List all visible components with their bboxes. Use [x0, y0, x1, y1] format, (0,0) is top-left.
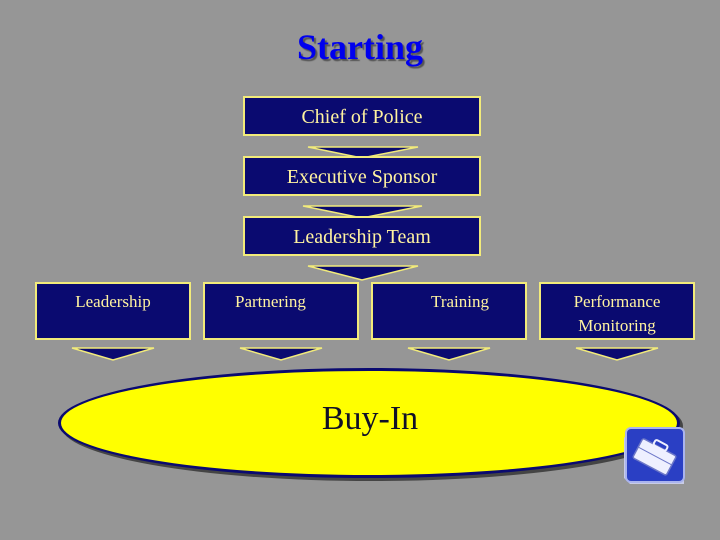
executive-sponsor-box: Executive Sponsor	[243, 156, 481, 196]
training-box: Training	[371, 282, 527, 340]
buy-in-label: Buy-In	[321, 400, 419, 437]
arrow-monitoring-down	[575, 347, 659, 361]
arrow-partnering-down	[239, 347, 323, 361]
arrow-training-down	[407, 347, 491, 361]
buy-in-ellipse	[58, 368, 680, 478]
briefcase-icon[interactable]	[622, 426, 686, 486]
partnering-box: Partnering	[203, 282, 359, 340]
arrow-sponsor-to-team	[302, 205, 423, 219]
leadership-box: Leadership	[35, 282, 191, 340]
leadership-team-box: Leadership Team	[243, 216, 481, 256]
arrow-leadership-down	[71, 347, 155, 361]
arrow-chief-to-sponsor	[307, 146, 419, 159]
chief-of-police-box: Chief of Police	[243, 96, 481, 136]
slide-title: Starting	[297, 27, 423, 67]
performance-monitoring-box: Performance Monitoring	[539, 282, 695, 340]
arrow-team-to-columns	[307, 265, 419, 281]
